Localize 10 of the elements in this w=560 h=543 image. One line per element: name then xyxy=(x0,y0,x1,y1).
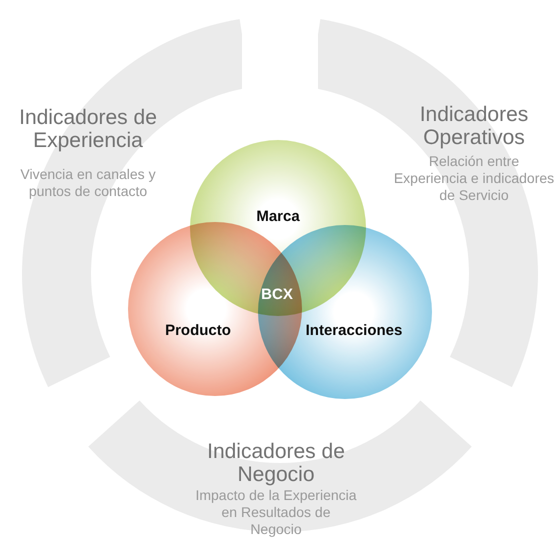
circle-label: Interacciones xyxy=(306,321,402,341)
section-heading: Indicadores Operativos xyxy=(418,103,530,149)
section-heading: Indicadores de Experiencia xyxy=(18,106,158,152)
circle-label: Marca xyxy=(256,207,300,227)
center-label: BCX xyxy=(261,284,293,305)
section-description: Impacto de la Experiencia en Resultados de Negocio xyxy=(195,487,357,538)
section-heading: Indicadores de Negocio xyxy=(206,440,346,486)
section-description: Vivencia en canales y puntos de contacto xyxy=(19,166,157,200)
circle-label: Producto xyxy=(165,321,231,341)
section-description: Relación entre Experiencia e indicadores de Servicio xyxy=(393,153,555,204)
